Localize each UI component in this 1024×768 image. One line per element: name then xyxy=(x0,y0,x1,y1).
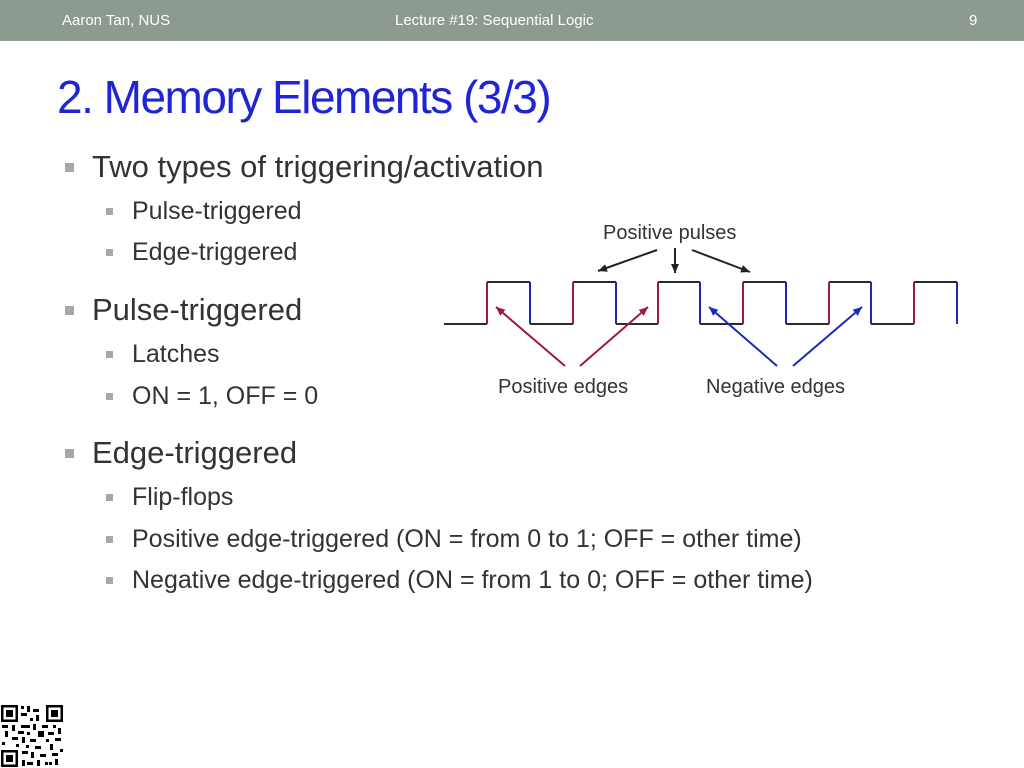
sub-bullet-marker xyxy=(106,208,113,215)
label-positive-edges: Positive edges xyxy=(498,376,629,398)
qr-code-icon xyxy=(0,704,64,768)
sub-bullet-edge-triggered: Edge-triggered xyxy=(132,238,298,266)
label-positive-pulses: Positive pulses xyxy=(603,222,737,244)
bullet-marker xyxy=(65,449,74,458)
sub-bullet-marker xyxy=(106,536,113,543)
label-negative-edges: Negative edges xyxy=(706,376,845,398)
header-lecture-title: Lecture #19: Sequential Logic xyxy=(395,12,594,29)
sub-bullet-latches: Latches xyxy=(132,340,220,368)
slide-header: Aaron Tan, NUS Lecture #19: Sequential L… xyxy=(0,0,1024,41)
bullet-edge-triggered: Edge-triggered xyxy=(92,435,298,470)
bullet-pulse-triggered: Pulse-triggered xyxy=(92,292,303,327)
sub-bullet-positive-edge: Positive edge-triggered (ON = from 0 to … xyxy=(132,525,802,553)
sub-bullet-on-off: ON = 1, OFF = 0 xyxy=(132,382,319,410)
negative-edge-arrow-right xyxy=(792,306,863,367)
positive-edge-arrow-left xyxy=(495,306,566,367)
pulse-arrow-right xyxy=(691,249,751,273)
waveform-falling-edges xyxy=(529,282,958,324)
pulse-arrow-left xyxy=(597,249,658,272)
negative-edge-arrow-left xyxy=(708,306,778,367)
sub-bullet-marker xyxy=(106,249,113,256)
sub-bullet-marker xyxy=(106,393,113,400)
slide-title: 2. Memory Elements (3/3) xyxy=(57,71,552,123)
sub-bullet-flip-flops: Flip-flops xyxy=(132,483,234,511)
bullet-marker xyxy=(65,306,74,315)
bullet-triggering-types: Two types of triggering/activation xyxy=(92,149,544,184)
header-author: Aaron Tan, NUS xyxy=(62,12,171,29)
sub-bullet-marker xyxy=(106,351,113,358)
sub-bullet-pulse-triggered: Pulse-triggered xyxy=(132,197,302,225)
sub-bullet-negative-edge: Negative edge-triggered (ON = from 1 to … xyxy=(132,566,813,594)
sub-bullet-marker xyxy=(106,494,113,501)
header-page-number: 9 xyxy=(969,12,978,29)
sub-bullet-marker xyxy=(106,577,113,584)
positive-edge-arrow-right xyxy=(579,306,649,367)
bullet-marker xyxy=(65,163,74,172)
waveform-rising-edges xyxy=(486,282,915,324)
